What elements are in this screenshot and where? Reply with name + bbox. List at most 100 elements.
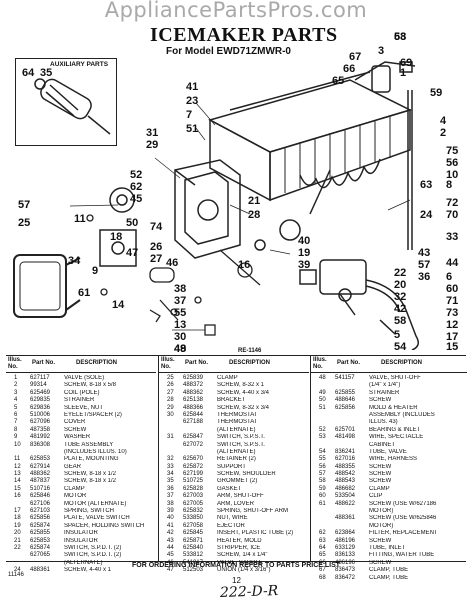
callout-number: 48 <box>174 343 187 355</box>
part-number: 625469 <box>30 389 51 396</box>
illus-number: 25 <box>167 375 174 381</box>
part-description: BEARING & INLET <box>369 426 421 433</box>
callout-number: 53 <box>394 31 407 43</box>
callout-number: 32 <box>394 291 407 303</box>
part-number: 625874 <box>30 544 51 551</box>
illus-number: 51 <box>319 404 326 411</box>
part-description: SPRING, SWITCH <box>64 508 115 515</box>
part-description: FILTER, REPLACEMENT <box>369 530 438 537</box>
mounting-plate-drawing <box>99 187 137 267</box>
callout-number: 50 <box>126 217 139 229</box>
auxiliary-parts-label: AUXILIARY PARTS <box>50 61 109 68</box>
illus-number: 61 <box>319 500 326 507</box>
ice-mold-drawing <box>208 71 413 202</box>
page-number: 12 <box>232 576 241 585</box>
illus-number: 52 <box>319 426 326 433</box>
part-description: COIL (POLE) <box>64 389 100 396</box>
callout-number: 64 <box>22 67 35 79</box>
illus-number: 46 <box>167 559 174 566</box>
part-number: 623864 <box>335 530 356 537</box>
illus-number: 53 <box>319 434 326 441</box>
part-number: 633129 <box>335 544 356 551</box>
callout-number: 46 <box>166 257 179 269</box>
part-number: 627117 <box>30 375 50 381</box>
callout-number: 34 <box>68 255 81 267</box>
illus-number: 26 <box>167 382 174 389</box>
callout-number: 56 <box>446 157 459 169</box>
part-description: (1/4" x 1/4") <box>369 382 401 389</box>
part-description: SCREW, 8-18 x 1/2 <box>64 471 117 478</box>
part-number: 625853 <box>30 537 51 544</box>
part-description: CLAMP <box>64 485 85 492</box>
callout-number: 61 <box>78 287 91 299</box>
illus-number: 36 <box>167 485 174 492</box>
part-description: CABINET <box>369 441 396 448</box>
callout-number: 74 <box>150 221 163 233</box>
callout-number: 25 <box>18 217 31 229</box>
callout-number: 17 <box>446 331 459 343</box>
water-valve-drawing <box>299 259 419 350</box>
illus-number: 13 <box>14 471 21 478</box>
illus-number: 21 <box>14 537 21 544</box>
part-description: SLEEVE, NUT <box>64 404 104 411</box>
part-number: 627103 <box>30 508 51 515</box>
callout-number: 60 <box>446 283 459 295</box>
part-number: 627106 <box>30 500 51 507</box>
table-row: MOTOR) <box>311 523 467 530</box>
part-description: SUPPORT <box>217 463 246 470</box>
illus-number: 32 <box>167 456 174 463</box>
part-description: INSULATOR <box>64 530 98 537</box>
callout-number: 52 <box>130 169 143 181</box>
illus-number: 40 <box>167 515 174 522</box>
callout-number: 36 <box>418 271 431 283</box>
callout-number: 71 <box>446 295 459 307</box>
callout-number: 24 <box>420 209 433 221</box>
part-description: FITTING, WATER TUBE <box>369 552 435 559</box>
part-number: 625832 <box>183 508 204 515</box>
small-parts-drawing <box>86 214 261 336</box>
callout-number: 12 <box>446 319 459 331</box>
part-description: SCREW <box>369 559 392 566</box>
table-row: (INCLUDES ILLUS. 10) <box>6 449 156 456</box>
part-description: (ALTERNATE) <box>217 426 256 433</box>
part-number: 487837 <box>30 478 51 485</box>
illus-number: 28 <box>167 397 174 404</box>
header-description: DESCRIPTION <box>76 360 118 366</box>
part-description: SCREW <box>369 463 392 470</box>
corner-code: 11146 <box>8 572 24 578</box>
part-description: EYELET/SPACER (2) <box>64 411 122 418</box>
part-description: VALVE, SHUT-OFF <box>369 375 421 381</box>
front-cover-drawing <box>13 254 81 318</box>
ordering-footer: FOR ORDERING INFORMATION REFER TO PARTS … <box>131 562 341 569</box>
callout-number: 22 <box>394 267 407 279</box>
callout-number: 54 <box>394 341 407 353</box>
part-description: UNION (1/4 x 3/16") <box>217 567 271 574</box>
callout-number: 6 <box>446 271 453 283</box>
callout-number: 35 <box>40 67 53 79</box>
part-number: 488362 <box>30 471 51 478</box>
